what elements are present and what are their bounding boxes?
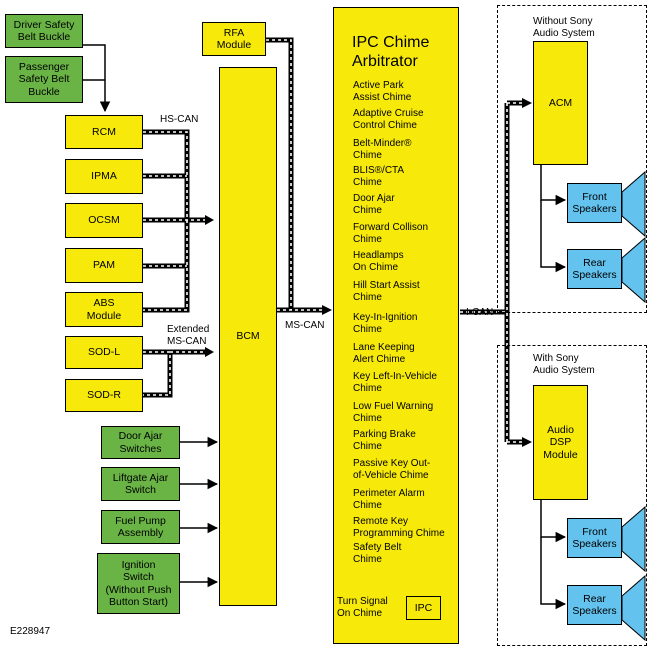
ipc-module: IPC	[406, 596, 441, 620]
sod-r-module: SOD-R	[65, 379, 143, 412]
chime-adaptive-cruise-control: Adaptive Cruise Control Chime	[353, 108, 424, 131]
i-can-dsp-arrowhead	[522, 437, 532, 447]
front-speakers-horn-1	[621, 170, 646, 238]
rear-speakers-horn-2	[621, 574, 646, 642]
without-sony-label: Without Sony Audio System	[533, 16, 595, 39]
chime-headlamps-on: Headlamps On Chime	[353, 250, 404, 273]
chime-blis-cta: BLIS®/CTA Chime	[353, 165, 405, 188]
door-ajar-switches: Door Ajar Switches	[101, 426, 180, 459]
abs-module: ABS Module	[65, 292, 143, 327]
ipma-module: IPMA	[65, 159, 143, 194]
bcm-module: BCM	[219, 67, 277, 606]
chime-lane-keeping-alert: Lane Keeping Alert Chime	[353, 342, 415, 365]
ipc-chime-arbitrator	[333, 7, 459, 644]
i-can-acm-arrowhead	[522, 98, 532, 108]
ocsm-module: OCSM	[65, 203, 143, 238]
dsp-rear-wire	[540, 537, 567, 610]
chime-belt-minder: Belt-Minder® Chime	[353, 138, 412, 161]
driver-safety-belt-buckle: Driver Safety Belt Buckle	[5, 14, 83, 48]
i-can-label: I-CAN	[466, 307, 494, 318]
driver-belt-wire	[83, 44, 111, 113]
chime-parking-brake: Parking Brake Chime	[353, 429, 416, 452]
chime-door-ajar: Door Ajar Chime	[353, 193, 395, 216]
front-speakers-horn-2	[621, 505, 646, 573]
with-sony-region	[497, 345, 647, 646]
hs-can-arrowhead	[205, 215, 214, 225]
sod-l-module: SOD-L	[65, 336, 143, 369]
hs-can-bus	[143, 129, 205, 313]
chime-perimeter-alarm: Perimeter Alarm Chime	[353, 488, 425, 511]
ignition-switch: Ignition Switch (Without Push Button Sta…	[97, 553, 180, 614]
hs-can-label: HS-CAN	[160, 114, 199, 125]
ipc-chime-arbitrator-title: IPC Chime Arbitrator	[352, 34, 430, 71]
front-speakers-with-sony: Front Speakers	[567, 518, 622, 558]
extended-ms-can-label: Extended MS-CAN	[167, 324, 210, 347]
fuel-pump-assembly: Fuel Pump Assembly	[101, 510, 180, 544]
turn-signal-on-chime-label: Turn Signal On Chime	[337, 596, 388, 619]
rear-speakers-horn-1	[621, 236, 646, 304]
ext-ms-can-arrowhead	[205, 347, 214, 357]
audio-dsp-module: Audio DSP Module	[533, 385, 588, 500]
rear-speakers-with-sony: Rear Speakers	[567, 585, 622, 625]
rfa-module: RFA Module	[202, 22, 266, 56]
chime-forward-collision: Forward Collison Chime	[353, 222, 429, 245]
chime-key-left-in-vehicle: Key Left-In-Vehicle Chime	[353, 371, 437, 394]
acm-rear-wire	[540, 200, 567, 273]
chime-safety-belt: Safety Belt Chime	[353, 542, 402, 565]
ms-can-label: MS-CAN	[285, 320, 325, 331]
chime-key-in-ignition: Key-In-Ignition Chime	[353, 312, 418, 335]
pam-module: PAM	[65, 248, 143, 283]
rcm-module: RCM	[65, 115, 143, 149]
chime-hill-start-assist: Hill Start Assist Chime	[353, 280, 420, 303]
liftgate-ajar-switch: Liftgate Ajar Switch	[101, 467, 180, 501]
chime-remote-key-programming: Remote Key Programming Chime	[353, 516, 445, 539]
chime-low-fuel-warning: Low Fuel Warning Chime	[353, 401, 434, 424]
passenger-safety-belt-buckle: Passenger Safety Belt Buckle	[5, 56, 83, 103]
with-sony-label: With Sony Audio System	[533, 353, 595, 376]
chime-active-park-assist: Active Park Assist Chime	[353, 80, 412, 103]
acm-module: ACM	[533, 41, 588, 165]
extended-ms-can-bus	[143, 349, 205, 398]
rear-speakers-without-sony: Rear Speakers	[567, 249, 622, 289]
without-sony-region	[497, 5, 647, 313]
front-speakers-without-sony: Front Speakers	[567, 183, 622, 223]
chime-passive-key-out-of-vehicle: Passive Key Out- of-Vehicle Chime	[353, 458, 431, 481]
ms-can-arrowhead	[322, 305, 332, 315]
figure-id: E228947	[10, 626, 51, 637]
